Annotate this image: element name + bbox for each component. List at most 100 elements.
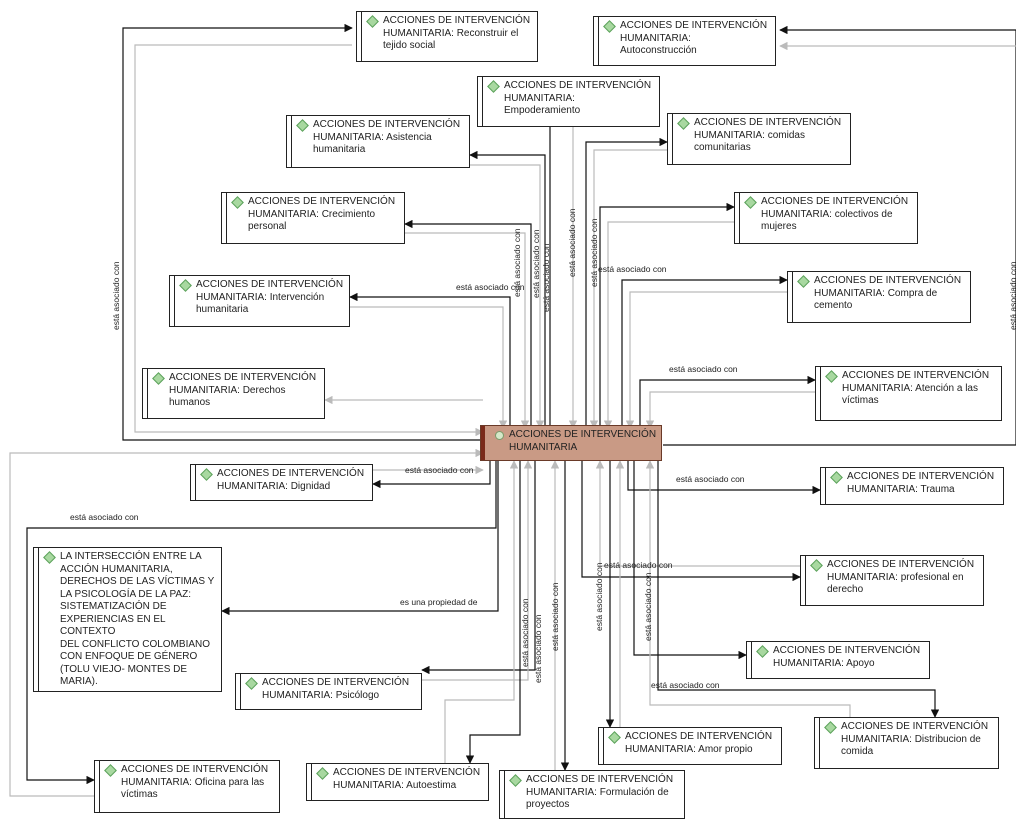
edge-label: es una propiedad de — [400, 597, 478, 607]
edge-profesional — [581, 461, 801, 582]
node-autoestima[interactable]: ACCIONES DE INTERVENCIÓN HUMANITARIA: Au… — [306, 763, 489, 801]
edge-label: está asociado con — [456, 282, 525, 292]
edge-reconstruir-back — [134, 44, 484, 437]
node-label: ACCIONES DE INTERVENCIÓN HUMANITARIA: pr… — [827, 559, 975, 595]
edge-oficina-back — [9, 448, 484, 797]
edge-label: está asociado con — [550, 582, 560, 651]
node-label: LA INTERSECCIÓN ENTRE LA ACCIÓN HUMANITA… — [60, 551, 215, 687]
node-comidas[interactable]: ACCIONES DE INTERVENCIÓN HUMANITARIA: co… — [667, 113, 851, 165]
node-reconstruir[interactable]: ACCIONES DE INTERVENCIÓN HUMANITARIA: Re… — [356, 11, 538, 62]
node-profesional[interactable]: ACCIONES DE INTERVENCIÓN HUMANITARIA: pr… — [800, 555, 984, 606]
edge-label: está asociado con — [643, 572, 653, 641]
node-intervencion[interactable]: ACCIONES DE INTERVENCIÓN HUMANITARIA: In… — [169, 275, 350, 327]
edge-colectivos-back — [603, 221, 734, 429]
code-icon — [509, 774, 522, 787]
code-icon — [152, 372, 165, 385]
node-label: ACCIONES DE INTERVENCIÓN HUMANITARIA: Ap… — [773, 645, 921, 669]
edge-dignidad — [372, 461, 491, 489]
edge-label: está asociado con — [669, 364, 738, 374]
code-icon — [316, 767, 329, 780]
code-icon — [825, 370, 838, 383]
node-asistencia[interactable]: ACCIONES DE INTERVENCIÓN HUMANITARIA: As… — [286, 115, 470, 168]
node-label: ACCIONES DE INTERVENCIÓN HUMANITARIA: Of… — [121, 764, 269, 800]
edge-label: está asociado con — [604, 560, 673, 570]
edge-cemento — [621, 275, 788, 428]
central-node[interactable]: ACCIONES DE INTERVENCIÓN HUMANITARIA — [480, 425, 662, 461]
code-icon — [296, 119, 309, 132]
node-derechos[interactable]: ACCIONES DE INTERVENCIÓN HUMANITARIA: De… — [142, 368, 325, 419]
node-label: ACCIONES DE INTERVENCIÓN HUMANITARIA: De… — [169, 372, 317, 408]
edge-cemento-back — [625, 291, 787, 429]
node-label: ACCIONES DE INTERVENCIÓN HUMANITARIA: Fo… — [526, 774, 674, 810]
node-label: ACCIONES DE INTERVENCIÓN HUMANITARIA: Au… — [333, 767, 481, 791]
node-trauma[interactable]: ACCIONES DE INTERVENCIÓN HUMANITARIA: Tr… — [820, 467, 1004, 505]
node-dignidad[interactable]: ACCIONES DE INTERVENCIÓN HUMANITARIA: Di… — [190, 464, 373, 501]
node-bar — [481, 426, 485, 460]
node-interseccion[interactable]: LA INTERSECCIÓN ENTRE LA ACCIÓN HUMANITA… — [33, 547, 222, 692]
edge-reconstruir — [122, 23, 483, 441]
code-icon — [231, 196, 244, 209]
code-icon — [200, 468, 213, 481]
edge-label: está asociado con — [676, 474, 745, 484]
edge-atencion — [639, 375, 816, 428]
node-label: ACCIONES DE INTERVENCIÓN HUMANITARIA: Am… — [625, 731, 773, 755]
node-colectivos[interactable]: ACCIONES DE INTERVENCIÓN HUMANITARIA: co… — [734, 192, 918, 244]
edge-label: está asociado con — [598, 264, 667, 274]
node-oficina[interactable]: ACCIONES DE INTERVENCIÓN HUMANITARIA: Of… — [94, 760, 280, 813]
node-amor[interactable]: ACCIONES DE INTERVENCIÓN HUMANITARIA: Am… — [598, 727, 782, 765]
central-label: ACCIONES DE INTERVENCIÓN HUMANITARIA — [509, 429, 657, 453]
edge-intervencion-back — [350, 306, 508, 429]
node-label: ACCIONES DE INTERVENCIÓN HUMANITARIA: At… — [842, 370, 990, 406]
node-label: ACCIONES DE INTERVENCIÓN HUMANITARIA: Co… — [814, 275, 962, 311]
edge-distribucion — [657, 461, 940, 718]
node-formulacion[interactable]: ACCIONES DE INTERVENCIÓN HUMANITARIA: Fo… — [499, 770, 685, 819]
edge-oficina — [26, 461, 497, 785]
edge-label: está asociado con — [589, 218, 599, 287]
code-icon — [756, 645, 769, 658]
code-icon — [487, 80, 500, 93]
code-icon — [744, 196, 757, 209]
edge-label: está asociado con — [651, 680, 720, 690]
edge-autoestima — [465, 461, 521, 764]
node-label: ACCIONES DE INTERVENCIÓN HUMANITARIA: Au… — [620, 20, 768, 56]
node-psicologo[interactable]: ACCIONES DE INTERVENCIÓN HUMANITARIA: Ps… — [235, 673, 422, 710]
edge-psicologo — [421, 461, 536, 675]
node-cemento[interactable]: ACCIONES DE INTERVENCIÓN HUMANITARIA: Co… — [787, 271, 971, 323]
node-label: ACCIONES DE INTERVENCIÓN HUMANITARIA: co… — [761, 196, 909, 232]
node-apoyo[interactable]: ACCIONES DE INTERVENCIÓN HUMANITARIA: Ap… — [746, 641, 930, 679]
edge-crecimiento — [404, 219, 532, 428]
node-label: ACCIONES DE INTERVENCIÓN HUMANITARIA: co… — [694, 117, 842, 153]
node-label: ACCIONES DE INTERVENCIÓN HUMANITARIA: Di… — [217, 468, 365, 492]
edge-comidas-back — [589, 149, 667, 429]
node-distribucion[interactable]: ACCIONES DE INTERVENCIÓN HUMANITARIA: Di… — [814, 717, 999, 769]
node-label: ACCIONES DE INTERVENCIÓN HUMANITARIA: Di… — [841, 721, 989, 757]
edge-intervencion — [349, 292, 511, 428]
edge-label: está asociado con — [567, 208, 577, 277]
edge-autoestima-back — [444, 460, 519, 763]
node-label: ACCIONES DE INTERVENCIÓN HUMANITARIA: Tr… — [847, 471, 995, 495]
edge-distribucion-back — [645, 460, 851, 717]
node-atencion[interactable]: ACCIONES DE INTERVENCIÓN HUMANITARIA: At… — [815, 366, 1002, 421]
edge-comidas — [585, 137, 668, 428]
node-crecimiento[interactable]: ACCIONES DE INTERVENCIÓN HUMANITARIA: Cr… — [221, 192, 405, 244]
code-icon — [810, 559, 823, 572]
code-icon — [797, 275, 810, 288]
edge-atencion-back — [645, 391, 815, 429]
edge-interseccion — [221, 461, 499, 616]
edge-label: está asociado con — [1008, 261, 1016, 330]
node-label: ACCIONES DE INTERVENCIÓN HUMANITARIA: As… — [313, 119, 461, 155]
edge-label: está asociado con — [520, 598, 530, 667]
node-empoderamiento[interactable]: ACCIONES DE INTERVENCIÓN HUMANITARIA: Em… — [477, 76, 660, 127]
code-icon — [179, 279, 192, 292]
edge-label: está asociado con — [531, 229, 541, 298]
code-icon — [603, 20, 616, 33]
node-label: ACCIONES DE INTERVENCIÓN HUMANITARIA: In… — [196, 279, 344, 315]
node-autoconstruccion[interactable]: ACCIONES DE INTERVENCIÓN HUMANITARIA: Au… — [593, 16, 776, 66]
edge-colectivos — [599, 202, 735, 428]
code-group-icon — [495, 431, 504, 440]
code-icon — [830, 471, 843, 484]
edge-psicologo-back — [422, 460, 533, 681]
node-label: ACCIONES DE INTERVENCIÓN HUMANITARIA: Re… — [383, 15, 531, 51]
code-icon — [43, 551, 56, 564]
